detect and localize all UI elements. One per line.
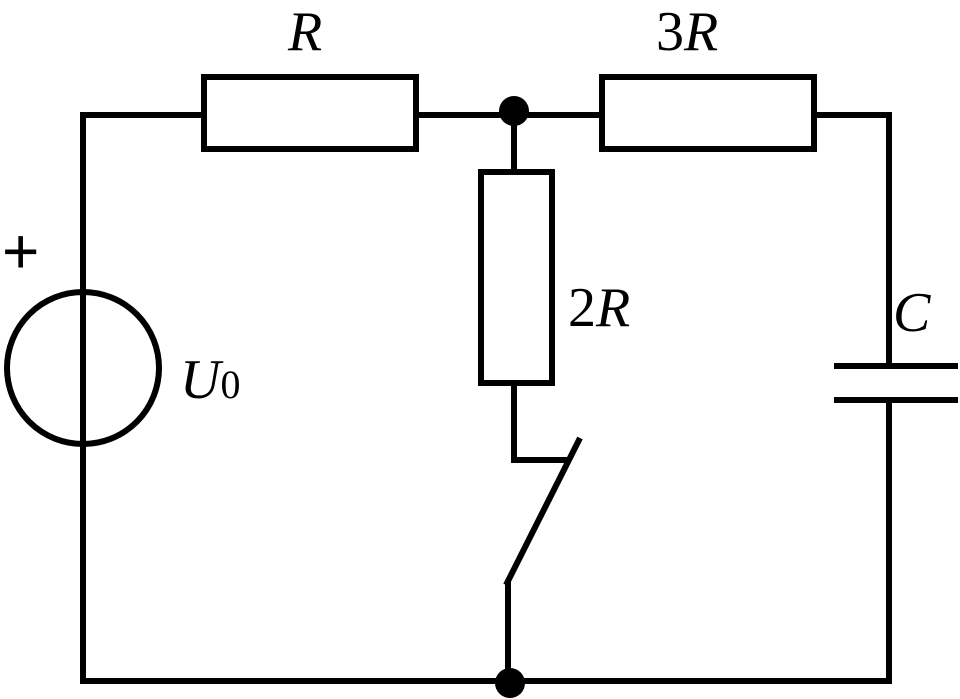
wires: [80, 112, 892, 684]
source-symbol: U: [180, 349, 224, 411]
switch: [503, 436, 583, 587]
resistor-middle-sym: R: [595, 277, 630, 339]
voltage-source: [4, 289, 162, 447]
resistor-top-left-label: R: [287, 1, 322, 63]
source-subscript: 0: [220, 362, 240, 407]
resistor-middle-label: 2R: [568, 277, 630, 339]
resistor-top-right-sym: R: [683, 1, 718, 63]
switch-lever: [503, 436, 583, 587]
resistor-top-right-coef: 3: [656, 1, 684, 63]
capacitor-label: C: [893, 282, 931, 344]
voltage-source-circle: [4, 289, 162, 447]
wire-mid-to-switch: [511, 380, 569, 463]
resistor-middle: [478, 169, 555, 386]
capacitor: [834, 363, 958, 403]
resistor-top-right: [599, 74, 817, 152]
junction-node-bottom: [495, 668, 525, 698]
resistor-middle-coef: 2: [568, 277, 596, 339]
source-polarity-plus: +: [2, 215, 39, 287]
junction-node-top: [499, 96, 529, 126]
resistor-top-left: [201, 74, 419, 152]
resistor-top-right-label: 3R: [656, 1, 718, 63]
source-label: U0: [180, 349, 240, 411]
